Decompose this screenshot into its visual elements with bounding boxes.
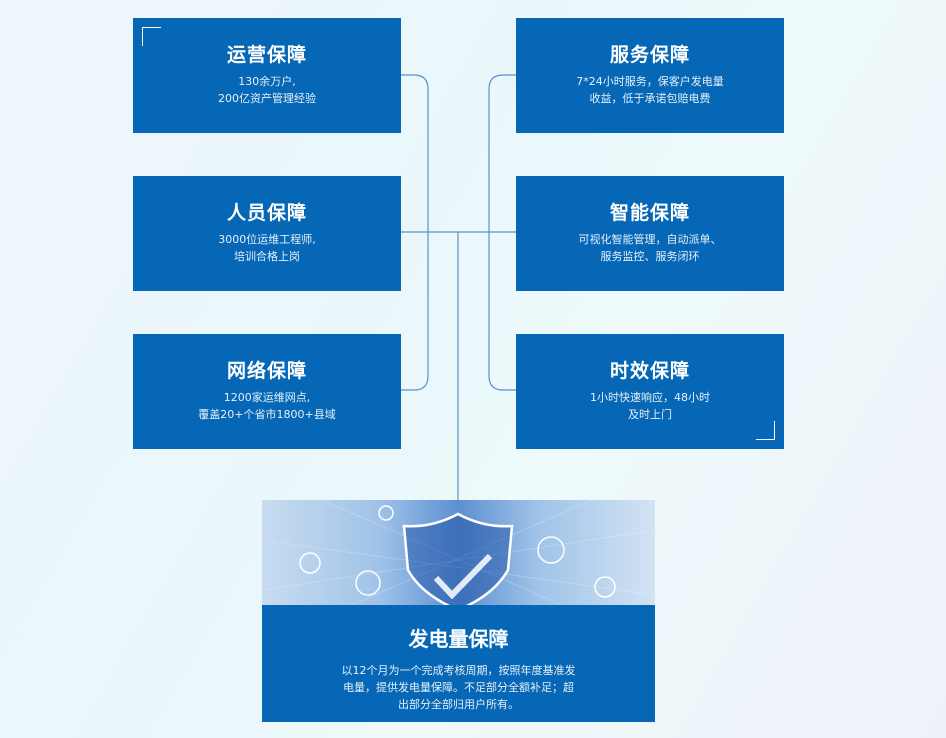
card-title: 服务保障 [609,44,690,66]
card-staff: 人员保障 3000位运维工程师, 培训合格上岗 [133,176,401,291]
card-text: 收益，低于承诺包赔电费 [589,92,711,105]
power-guarantee-body: 发电量保障 以12个月为一个完成考核周期，按照年度基准发电量，提供发电量保障。不… [262,605,655,722]
card-text: 3000位运维工程师, [218,233,316,246]
card-text: 1200家运维网点, [223,391,311,404]
shield-photo [262,500,655,605]
corner-bracket-icon [756,421,775,440]
card-network: 网络保障 1200家运维网点, 覆盖20+个省市1800+县域 [133,334,401,449]
card-timeliness: 时效保障 1小时快速响应，48小时 及时上门 [516,334,784,449]
card-text: 覆盖20+个省市1800+县域 [198,408,336,421]
card-title: 时效保障 [609,360,690,382]
card-text: 服务监控、服务闭环 [600,250,700,263]
card-text: 1小时快速响应，48小时 [590,391,710,404]
card-text: 200亿资产管理经验 [218,92,316,105]
card-smart: 智能保障 可视化智能管理，自动派单、 服务监控、服务闭环 [516,176,784,291]
card-text: 及时上门 [628,408,672,421]
corner-bracket-icon [142,27,161,46]
panel-description: 以12个月为一个完成考核周期，按照年度基准发电量，提供发电量保障。不足部分全额补… [341,664,576,711]
card-text: 130余万户, [238,75,296,88]
power-guarantee-panel: 发电量保障 以12个月为一个完成考核周期，按照年度基准发电量，提供发电量保障。不… [262,500,655,722]
panel-title: 发电量保障 [408,627,509,651]
shield-check-icon [262,500,655,605]
card-text: 培训合格上岗 [234,250,300,263]
card-text: 可视化智能管理，自动派单、 [578,233,722,246]
card-title: 网络保障 [226,360,307,382]
card-title: 运营保障 [226,44,307,66]
card-text: 7*24小时服务，保客户发电量 [576,75,724,88]
card-operation: 运营保障 130余万户, 200亿资产管理经验 [133,18,401,133]
card-title: 智能保障 [609,202,690,224]
card-service: 服务保障 7*24小时服务，保客户发电量 收益，低于承诺包赔电费 [516,18,784,133]
card-title: 人员保障 [226,202,307,224]
